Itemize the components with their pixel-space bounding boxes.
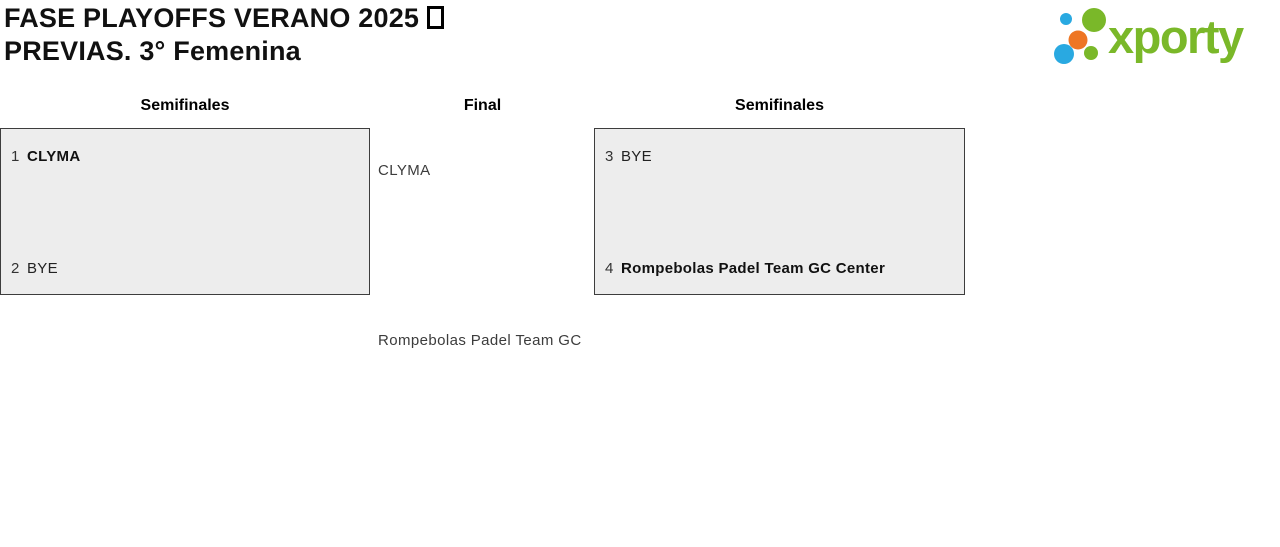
page-title-line1-text: FASE PLAYOFFS VERANO 2025 bbox=[4, 3, 420, 33]
page-title-line1: FASE PLAYOFFS VERANO 2025 bbox=[4, 2, 445, 35]
seed-number: 2 bbox=[11, 260, 20, 277]
team-slot: 3 BYE bbox=[605, 148, 956, 166]
team-slot: 1 CLYMA bbox=[11, 148, 361, 166]
xporty-logo[interactable]: xporty bbox=[1044, 0, 1278, 72]
logo-dot-small-green bbox=[1084, 46, 1098, 60]
logo-dot-large-blue bbox=[1054, 44, 1074, 64]
logo-dot-small-blue bbox=[1060, 13, 1072, 25]
team-name: BYE bbox=[27, 260, 58, 277]
missing-glyph-icon bbox=[427, 6, 445, 29]
final-slot-bottom-team: Rompebolas Padel Team GC bbox=[378, 332, 582, 349]
team-slot: 2 BYE bbox=[11, 260, 361, 278]
match-box-semifinal-right: 3 BYE 4 Rompebolas Padel Team GC Center bbox=[594, 128, 965, 295]
round-header-semifinal-right: Semifinales bbox=[735, 97, 824, 114]
team-name: BYE bbox=[621, 148, 652, 165]
seed-number: 3 bbox=[605, 148, 614, 165]
round-header-semifinal-left: Semifinales bbox=[140, 97, 230, 114]
page-title: FASE PLAYOFFS VERANO 2025 PREVIAS. 3° Fe… bbox=[4, 2, 445, 68]
xporty-logo-graphic: xporty bbox=[1054, 8, 1246, 64]
match-box-semifinal-left: 1 CLYMA 2 BYE bbox=[0, 128, 370, 295]
logo-dot-large-green bbox=[1082, 8, 1106, 32]
team-name: CLYMA bbox=[27, 148, 81, 165]
round-header-final: Final bbox=[463, 97, 502, 114]
page-title-line2: PREVIAS. 3° Femenina bbox=[4, 36, 301, 66]
logo-wordmark: xporty bbox=[1108, 10, 1244, 63]
seed-number: 4 bbox=[605, 260, 614, 277]
team-name: Rompebolas Padel Team GC Center bbox=[621, 260, 886, 277]
seed-number: 1 bbox=[11, 148, 20, 165]
team-slot: 4 Rompebolas Padel Team GC Center bbox=[605, 260, 956, 278]
logo-dot-orange bbox=[1068, 30, 1088, 50]
final-slot-top-team: CLYMA bbox=[378, 162, 431, 179]
